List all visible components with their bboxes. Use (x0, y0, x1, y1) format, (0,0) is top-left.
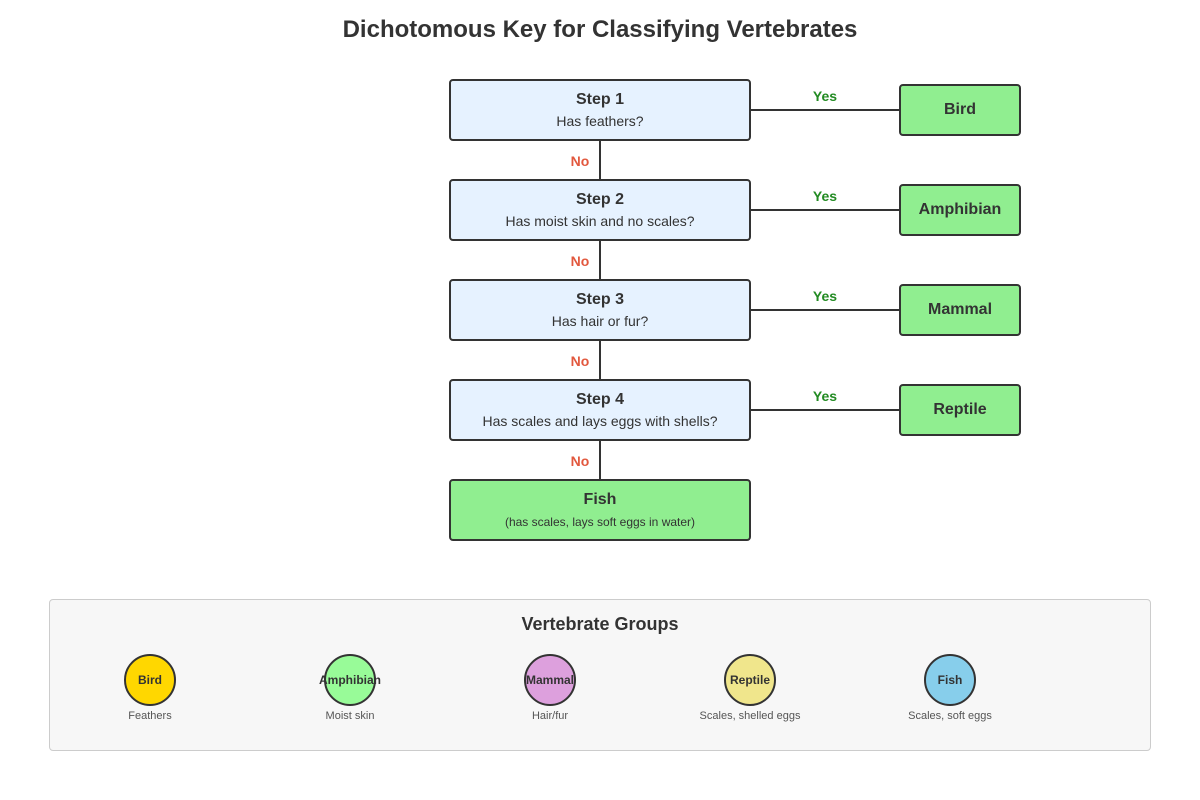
legend-circle-amphibian: Amphibian (319, 654, 381, 706)
yes-label-1: Yes (812, 88, 838, 104)
result-reptile-box: Reptile (899, 384, 1021, 436)
legend-trait-mammal: Hair/fur (531, 710, 569, 722)
legend-panel: Vertebrate Groups Bird Feathers Amphibia… (49, 599, 1151, 751)
final-name: Fish (583, 491, 617, 508)
final-description: (has scales, lays soft eggs in water) (504, 515, 696, 529)
step-1-box: Step 1 Has feathers? (449, 79, 751, 141)
step-3-box: Step 3 Has hair or fur? (449, 279, 751, 341)
legend-circle-reptile: Reptile (724, 654, 776, 706)
legend-trait-bird: Feathers (128, 710, 172, 722)
result-bird-box: Bird (899, 84, 1021, 136)
step-3-question: Has hair or fur? (551, 313, 649, 329)
result-amphibian-box: Amphibian (899, 184, 1021, 236)
yes-label-3: Yes (812, 288, 838, 304)
legend-trait-amphibian: Moist skin (325, 710, 375, 722)
step-4-question: Has scales and lays eggs with shells? (482, 413, 718, 429)
legend-circle-mammal: Mammal (524, 654, 576, 706)
final-fish-box: Fish (has scales, lays soft eggs in wate… (449, 479, 751, 541)
step-4-box: Step 4 Has scales and lays eggs with she… (449, 379, 751, 441)
diagram-title: Dichotomous Key for Classifying Vertebra… (342, 16, 858, 43)
no-label-2: No (570, 253, 590, 269)
legend-circle-fish: Fish (924, 654, 976, 706)
result-mammal-box: Mammal (899, 284, 1021, 336)
step-3-label: Step 3 (575, 291, 624, 308)
step-1-question: Has feathers? (556, 113, 644, 129)
no-label-1: No (570, 153, 590, 169)
step-1-label: Step 1 (575, 91, 624, 108)
step-2-box: Step 2 Has moist skin and no scales? (449, 179, 751, 241)
no-label-3: No (570, 353, 590, 369)
step-2-question: Has moist skin and no scales? (505, 213, 695, 229)
legend-trait-reptile: Scales, shelled eggs (699, 710, 801, 722)
legend-trait-fish: Scales, soft eggs (908, 710, 992, 722)
legend-title: Vertebrate Groups (521, 614, 679, 634)
step-4-label: Step 4 (575, 391, 624, 408)
step-2-label: Step 2 (575, 191, 624, 208)
no-label-4: No (570, 453, 590, 469)
yes-label-2: Yes (812, 188, 838, 204)
yes-label-4: Yes (812, 388, 838, 404)
legend-circle-bird: Bird (124, 654, 176, 706)
